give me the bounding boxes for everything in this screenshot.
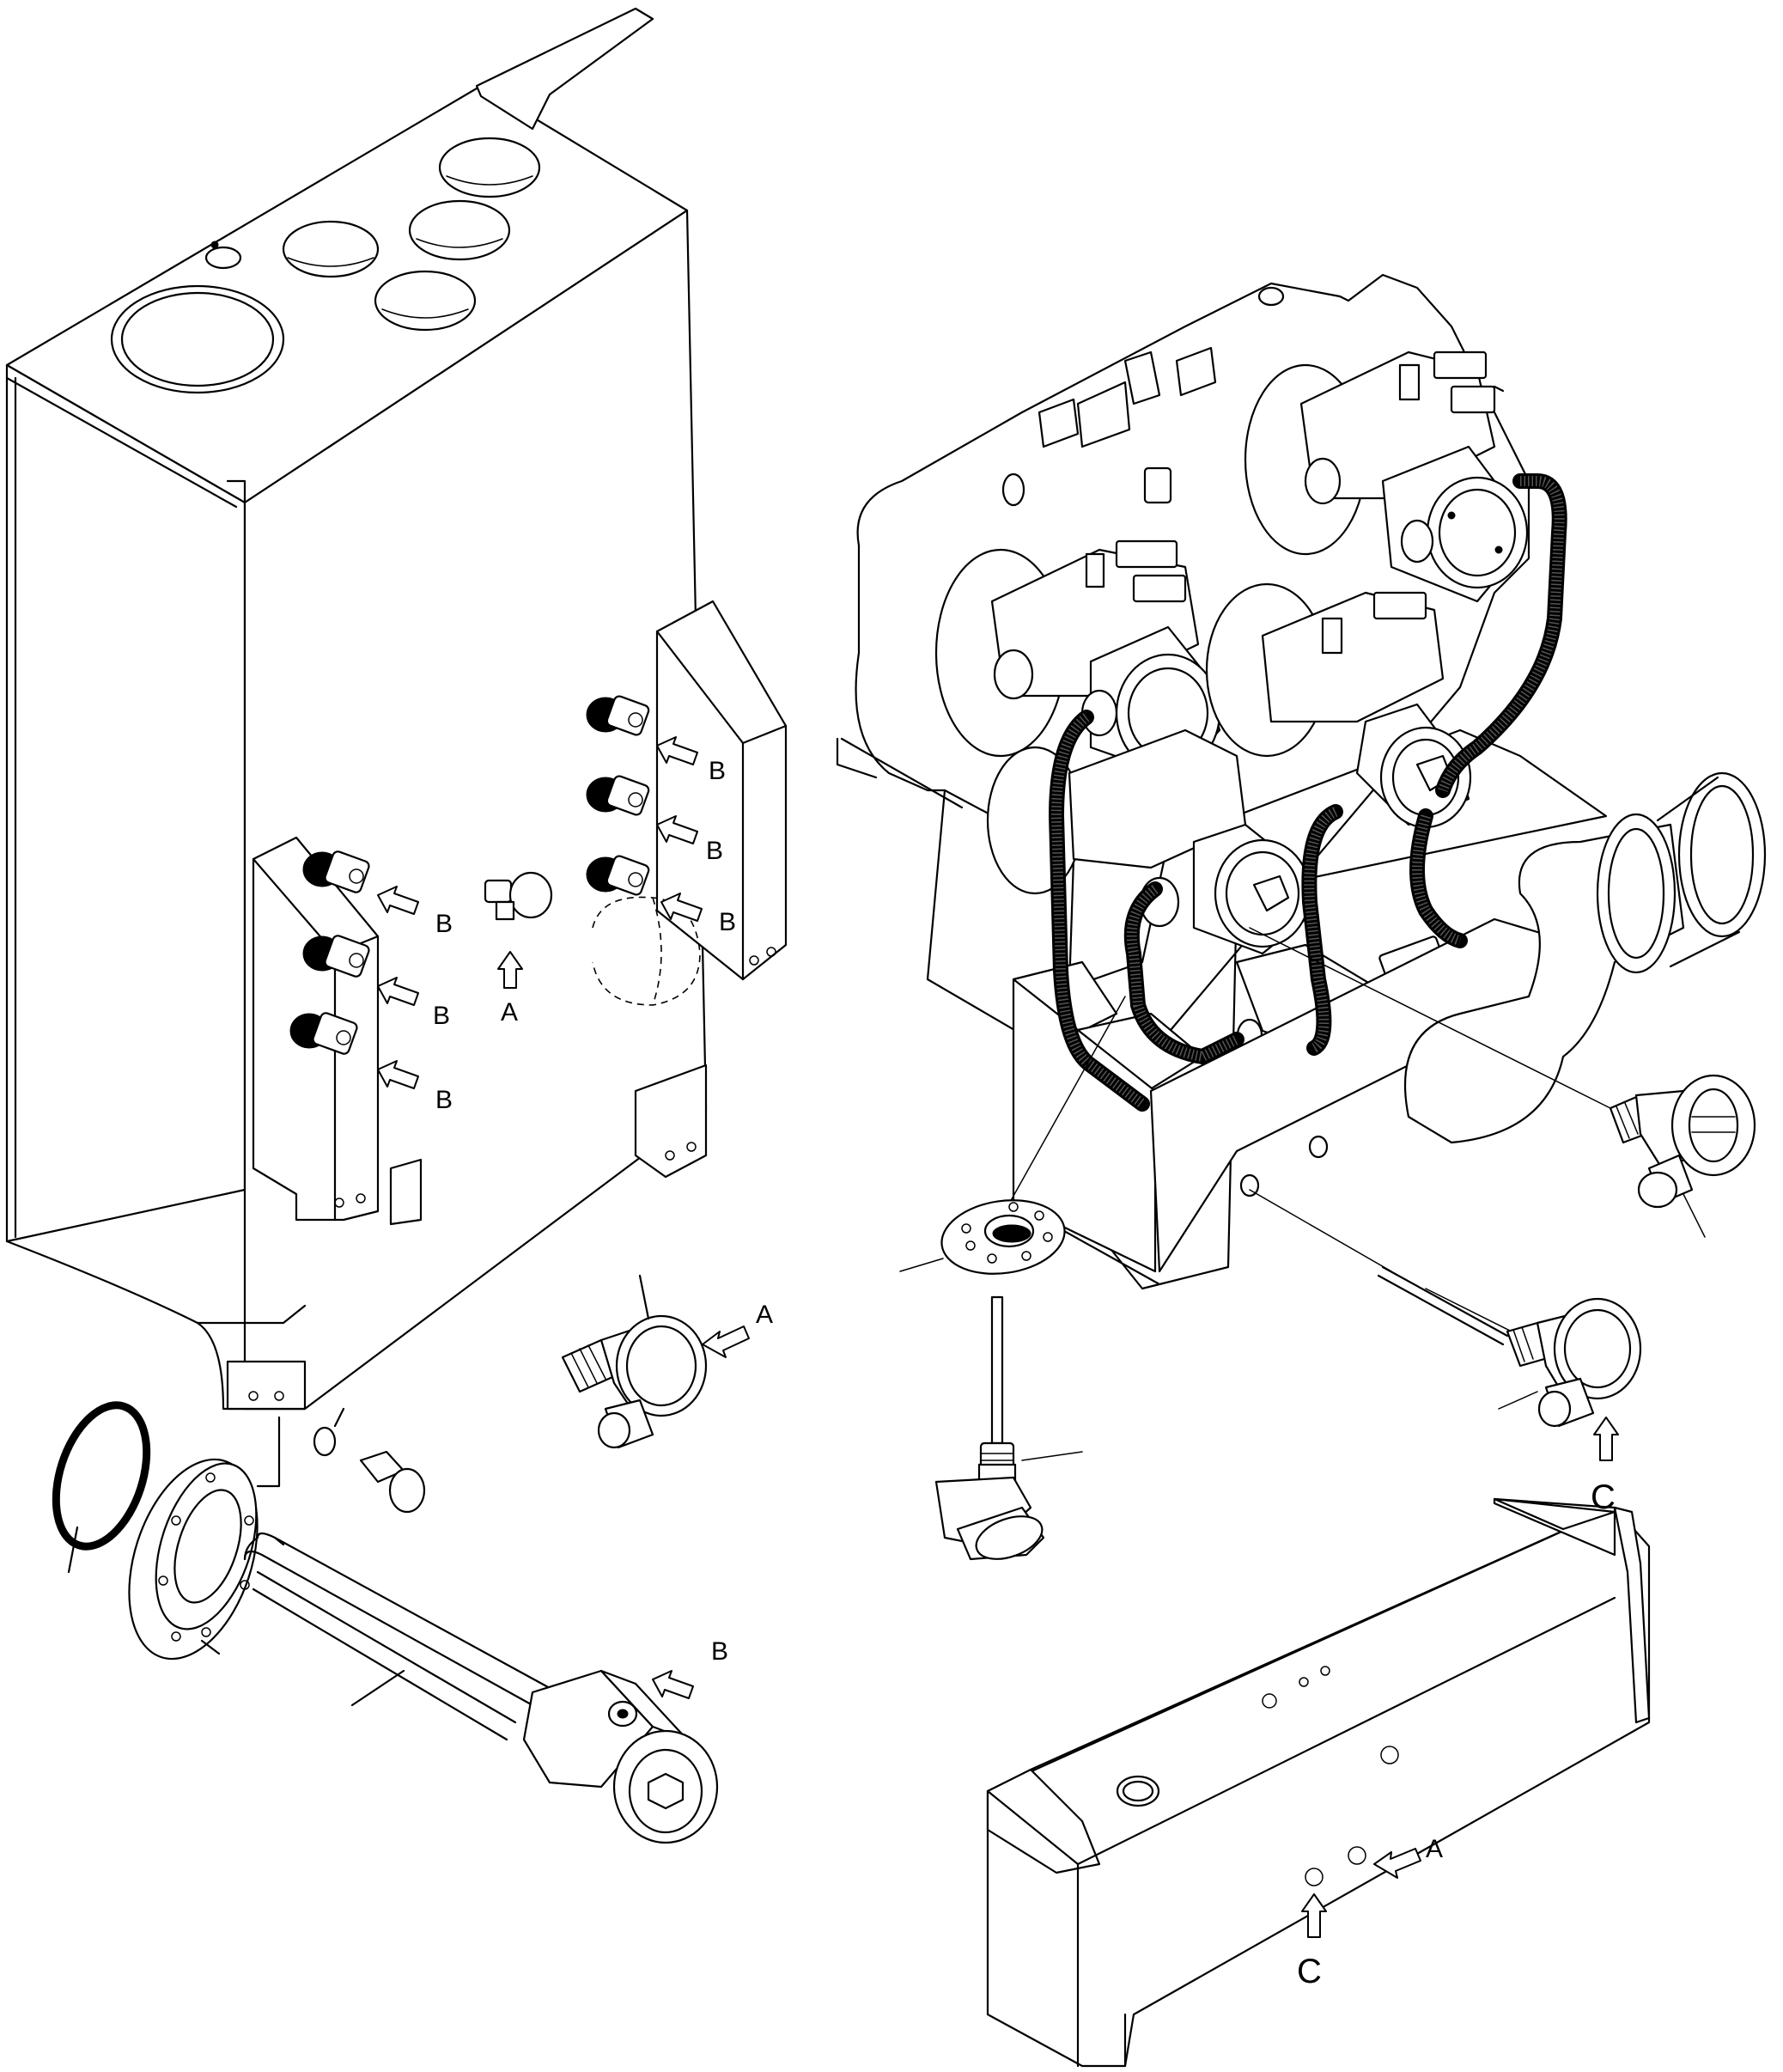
temperature-sensor [934, 1295, 1083, 1561]
valve-a-detail [561, 1274, 750, 1449]
callout-c-lower-tank: C [1297, 1953, 1322, 1990]
callout-b-tank-right-1: B [709, 757, 726, 785]
o-ring [52, 1401, 151, 1574]
pump-gearbox-assembly [836, 273, 1767, 1290]
pump-unit-3 [1205, 582, 1472, 829]
lock-washer [313, 1407, 345, 1457]
fitting-b-left-2 [302, 935, 370, 978]
fitting-b-right-1 [586, 695, 650, 736]
heater-element [243, 1532, 719, 1844]
callout-b-tank-left-3: B [435, 1086, 453, 1114]
hydraulic-tank [5, 7, 788, 1411]
callout-a-lower-tank: A [1426, 1835, 1443, 1863]
fitting-b-right-2 [586, 775, 650, 816]
flange [128, 1416, 281, 1661]
callout-b-tank-right-3: B [719, 908, 736, 936]
valve-a-small [484, 871, 553, 921]
fitting-b-right-3 [586, 855, 650, 896]
hoses [1048, 473, 1567, 1112]
pump-unit-1 [1244, 350, 1529, 603]
callout-labels: B B B B B B A A B C A C [433, 757, 1616, 1990]
valve-assembly-right [1609, 1074, 1756, 1238]
callout-a-detail: A [756, 1301, 773, 1329]
callout-b-tank-right-2: B [706, 837, 723, 865]
lower-tank [986, 1497, 1651, 2068]
leader-lines-assembly [1004, 927, 1611, 1341]
gasket-flange [899, 1199, 1066, 1275]
callout-b-tank-left-1: B [435, 910, 453, 938]
valve-c-detail [1377, 1265, 1642, 1461]
callout-a-tank: A [501, 998, 518, 1027]
fitting-b-left-1 [302, 850, 370, 893]
fitting-b-left-3 [289, 1012, 358, 1055]
callout-b-heater: B [711, 1637, 728, 1666]
callout-arrows-tank [377, 736, 703, 1089]
callout-b-tank-left-2: B [433, 1002, 450, 1030]
bolt [359, 1450, 426, 1514]
callout-c-detail: C [1591, 1478, 1616, 1516]
